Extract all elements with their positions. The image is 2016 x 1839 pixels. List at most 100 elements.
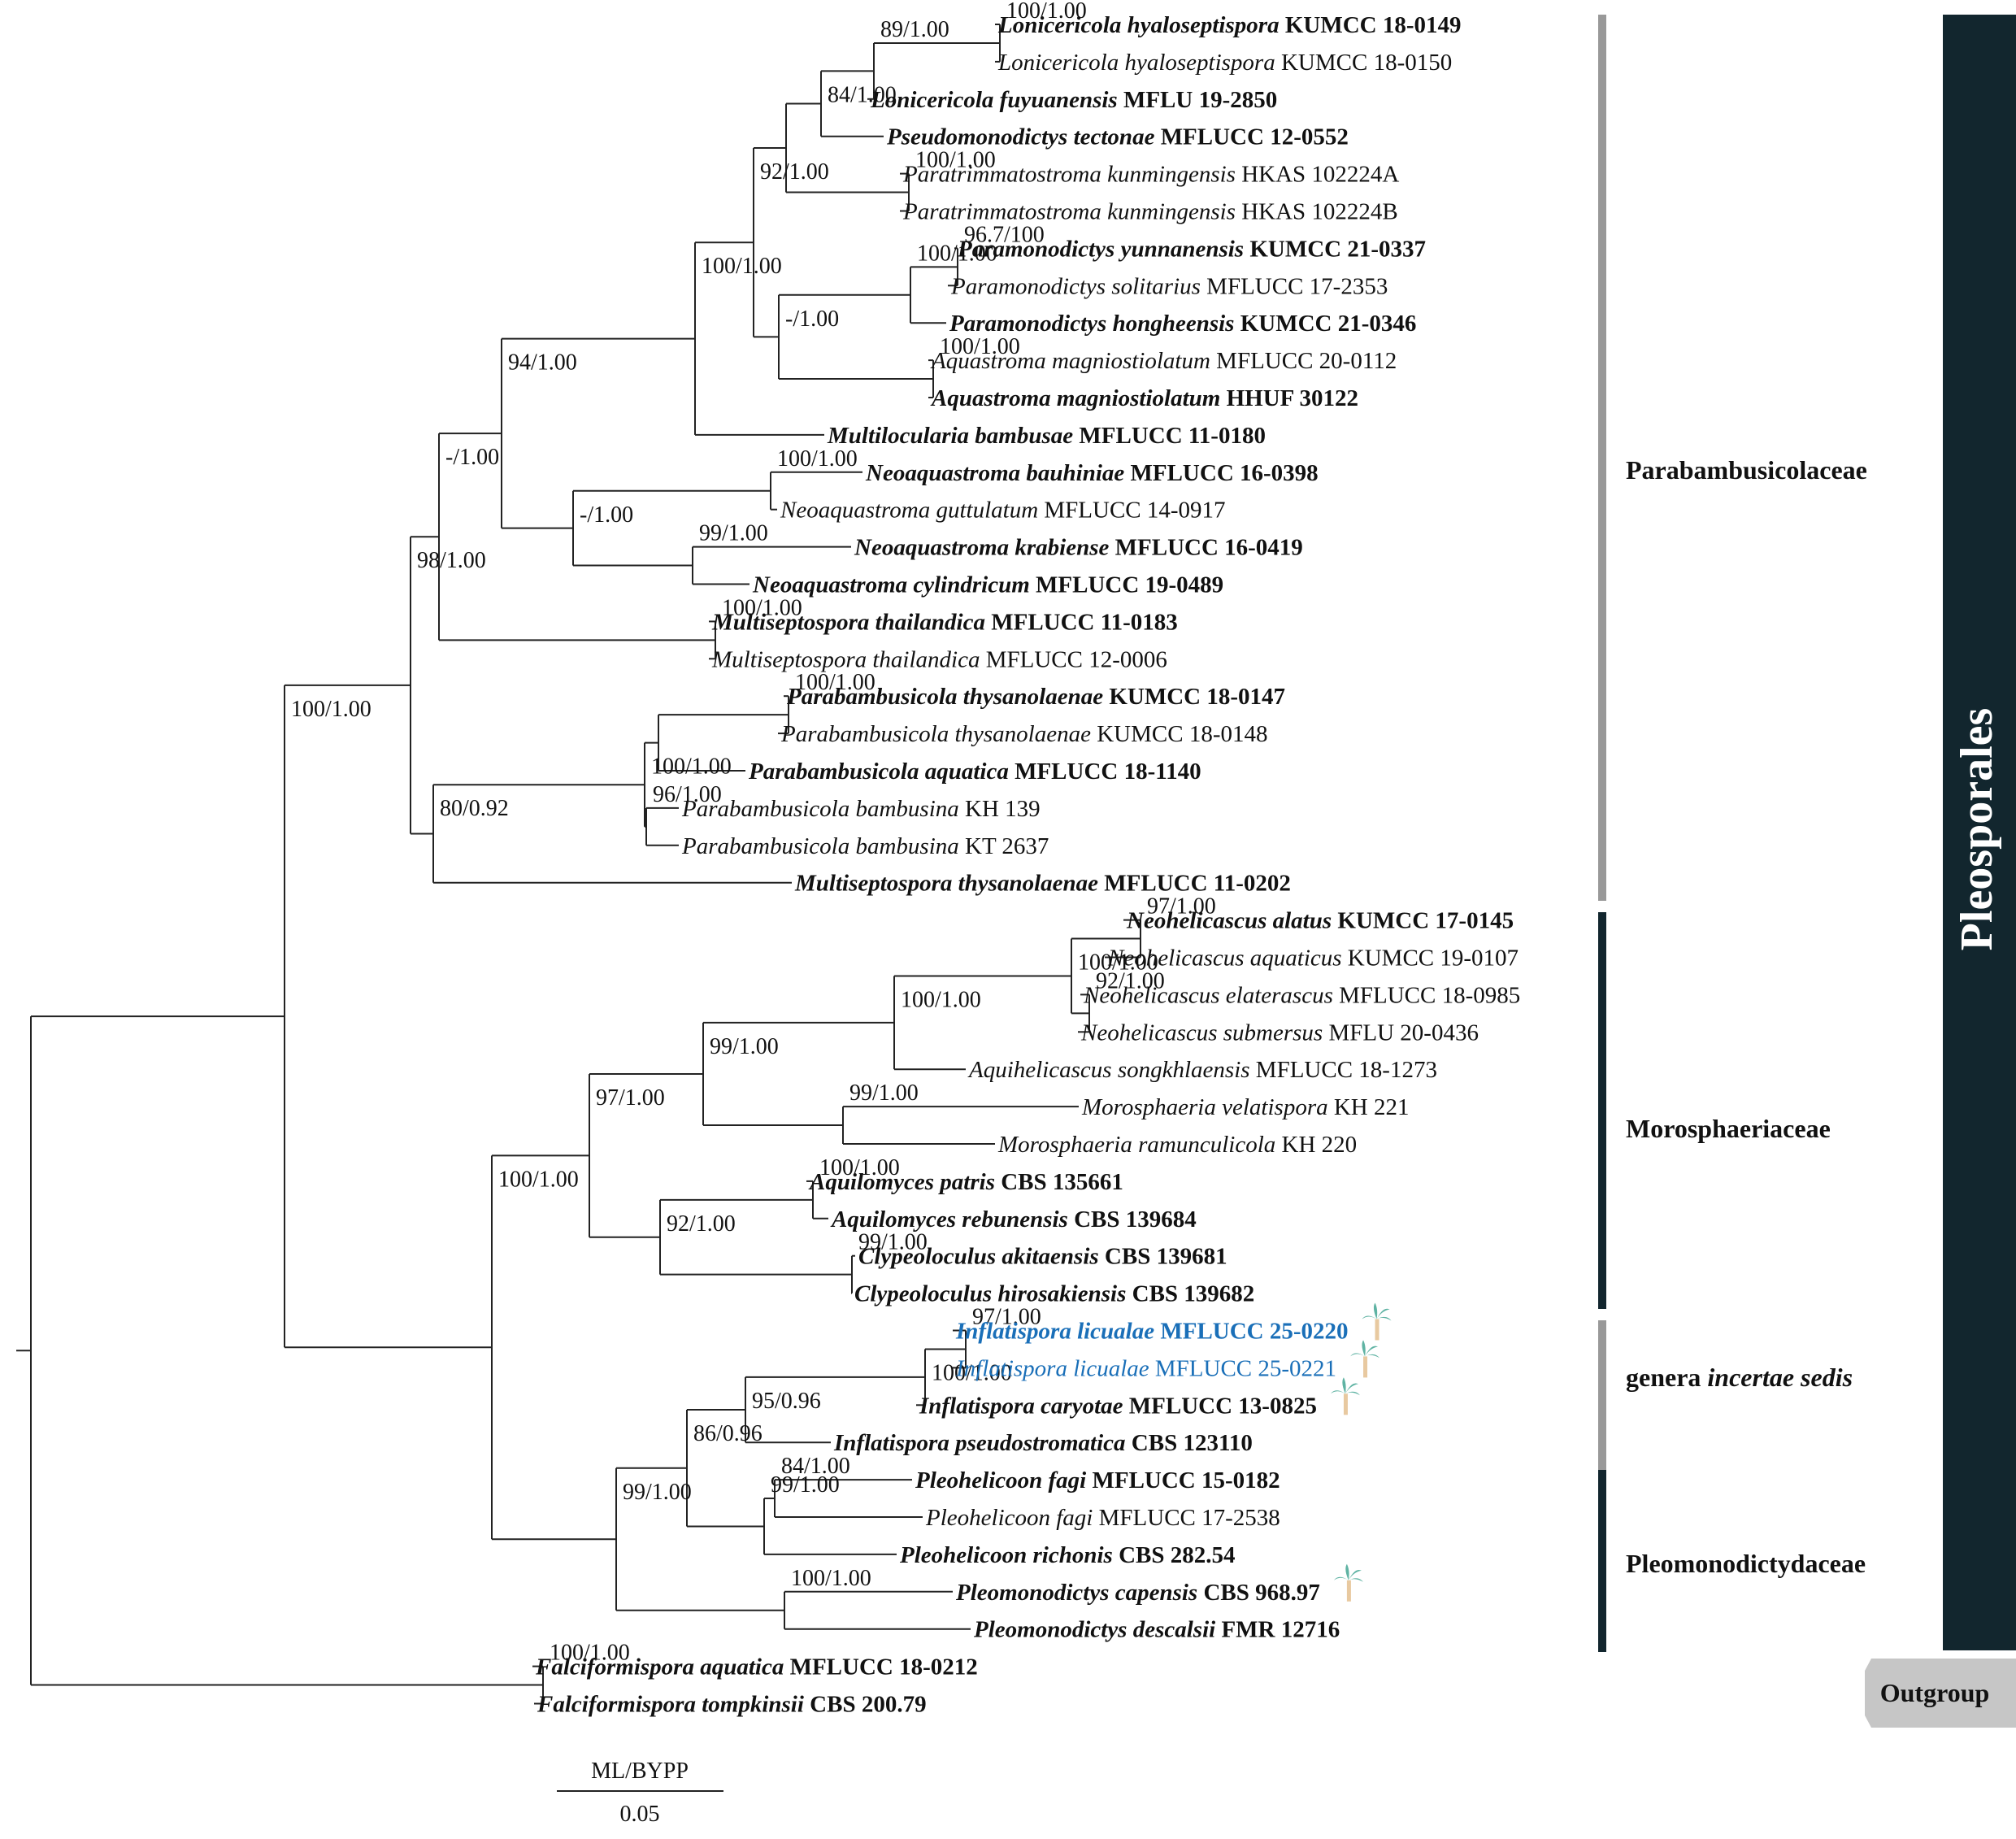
support-label: 100/1.00	[932, 1360, 1012, 1385]
support-label: -/1.00	[580, 502, 633, 528]
taxon-label: Paratrimmatostroma kunmingensis HKAS 102…	[902, 199, 1398, 225]
family-label-morosphaeriaceae: Morosphaeriaceae	[1626, 1114, 1831, 1143]
taxon-label: Clypeoloculus akitaensis CBS 139681	[858, 1244, 1227, 1270]
family-bar-pleomonodictydaceae	[1598, 1470, 1606, 1652]
incertae-italic: incertae sedis	[1707, 1363, 1853, 1392]
support-label: 84/1.00	[781, 1454, 850, 1479]
outgroup-label: Outgroup	[1880, 1678, 1990, 1707]
support-label: 100/1.00	[1006, 0, 1087, 24]
taxon-genus: Neohelicascus elaterascus	[1083, 982, 1339, 1008]
support-label: -/1.00	[785, 306, 839, 332]
family-label-incertae-sedis: genera incertae sedis	[1626, 1363, 1853, 1392]
support-label: 100/1.00	[915, 148, 996, 173]
support-label: 100/1.00	[901, 987, 981, 1012]
taxon-genus: Paramonodictys yunnanensis	[957, 236, 1249, 262]
taxon-genus: Parabambusicola thysanolaenae	[786, 684, 1109, 710]
support-label: 100/1.00	[722, 595, 802, 620]
taxon-code: KUMCC 21-0337	[1249, 236, 1426, 262]
taxon-genus: Inflatispora caryotae	[919, 1393, 1129, 1419]
support-label: 100/1.00	[795, 670, 875, 695]
taxon-genus: Parabambusicola aquatica	[748, 759, 1015, 785]
taxon-code: MFLUCC 11-0180	[1079, 423, 1266, 449]
support-label: 98/1.00	[417, 548, 486, 573]
taxon-code: MFLUCC 19-0489	[1036, 572, 1223, 598]
tree-branches	[16, 24, 1141, 1705]
taxon-code: MFLUCC 17-2538	[1099, 1505, 1280, 1531]
taxon-genus: Neohelicascus alatus	[1126, 908, 1337, 934]
taxon-genus: Parabambusicola bambusina	[681, 796, 965, 822]
taxon-label: Lonicericola fuyuanensis MFLU 19-2850	[870, 87, 1277, 113]
support-label: 100/1.00	[291, 697, 371, 722]
taxon-genus: Aquihelicascus songkhlaensis	[967, 1057, 1256, 1083]
taxon-genus: Parabambusicola bambusina	[681, 833, 965, 859]
taxon-genus: Multiseptospora thailandica	[711, 609, 991, 635]
taxon-label: Neoaquastroma cylindricum MFLUCC 19-0489	[752, 572, 1223, 598]
taxon-code: CBS 123110	[1132, 1430, 1253, 1456]
taxon-code: KUMCC 18-0150	[1281, 50, 1452, 76]
taxon-genus: Paratrimmatostroma kunmingensis	[902, 162, 1241, 188]
taxon-genus: Lonicericola fuyuanensis	[870, 87, 1123, 113]
taxon-code: MFLUCC 14-0917	[1044, 498, 1225, 524]
taxon-label: Aquilomyces rebunensis CBS 139684	[830, 1206, 1197, 1233]
taxon-label: Multilocularia bambusae MFLUCC 11-0180	[827, 423, 1266, 449]
taxon-genus: Multiseptospora thysanolaenae	[794, 871, 1104, 897]
taxon-code: MFLUCC 18-0985	[1339, 982, 1520, 1008]
taxon-label: Aquilomyces patris CBS 135661	[808, 1169, 1123, 1195]
support-label: 100/1.00	[651, 754, 732, 780]
taxon-code: MFLUCC 25-0221	[1155, 1355, 1336, 1381]
support-label: 89/1.00	[880, 17, 949, 42]
support-label: 99/1.00	[858, 1230, 928, 1255]
support-label: 94/1.00	[508, 350, 577, 376]
order-label: Pleosporales	[1952, 708, 2002, 951]
taxon-genus: Morosphaeria velatispora	[1081, 1094, 1334, 1120]
support-label: 92/1.00	[667, 1211, 736, 1237]
taxon-label: Paramonodictys yunnanensis KUMCC 21-0337	[957, 236, 1426, 262]
taxon-genus: Neoaquastroma guttulatum	[780, 498, 1044, 524]
taxon-label: Lonicericola hyaloseptispora KUMCC 18-01…	[997, 12, 1462, 38]
taxon-code: CBS 139684	[1074, 1206, 1197, 1233]
taxon-code: KH 221	[1334, 1094, 1410, 1120]
taxon-code: MFLUCC 15-0182	[1092, 1467, 1280, 1493]
taxon-genus: Multiseptospora thailandica	[711, 646, 986, 672]
taxon-genus: Pseudomonodictys tectonae	[886, 124, 1161, 150]
taxon-genus: Neoaquastroma bauhiniae	[865, 460, 1131, 486]
taxon-genus: Neoaquastroma krabiense	[854, 535, 1115, 561]
taxon-genus: Pleohelicoon fagi	[925, 1505, 1099, 1531]
taxon-genus: Pleomonodictys descalsii	[973, 1617, 1221, 1643]
taxon-genus: Pleohelicoon richonis	[899, 1542, 1119, 1568]
taxon-label: Multiseptospora thailandica MFLUCC 11-01…	[711, 609, 1178, 635]
taxon-genus: Aquilomyces rebunensis	[830, 1206, 1074, 1233]
family-label-pleomonodictydaceae: Pleomonodictydaceae	[1626, 1549, 1866, 1578]
support-label: 97/1.00	[1147, 894, 1216, 920]
incertae-prefix: genera	[1626, 1363, 1707, 1392]
support-label: 100/1.00	[550, 1641, 630, 1666]
palm-icon	[1362, 1302, 1392, 1341]
support-label: 95/0.96	[752, 1389, 821, 1414]
taxon-label: Pleohelicoon fagi MFLUCC 15-0182	[915, 1467, 1280, 1493]
taxon-code: MFLUCC 17-2353	[1206, 273, 1388, 299]
outgroup-box	[1865, 1659, 2016, 1728]
taxon-label: Pleomonodictys descalsii FMR 12716	[973, 1617, 1340, 1643]
taxon-label: Inflatispora caryotae MFLUCC 13-0825	[919, 1393, 1317, 1419]
taxon-code: MFLUCC 18-1140	[1015, 759, 1201, 785]
taxon-label: Multiseptospora thailandica MFLUCC 12-00…	[711, 646, 1167, 672]
taxon-genus: Multilocularia bambusae	[827, 423, 1079, 449]
taxon-code: MFLUCC 25-0220	[1160, 1319, 1348, 1345]
palm-icons	[1330, 1302, 1392, 1602]
taxon-label: Parabambusicola thysanolaenae KUMCC 18-0…	[786, 684, 1285, 710]
support-label: 96.7/100	[964, 222, 1045, 247]
taxon-code: MFLUCC 18-0212	[790, 1654, 978, 1680]
taxon-label: Aquastroma magniostiolatum MFLUCC 20-011…	[930, 348, 1397, 374]
support-label: 96/1.00	[653, 782, 722, 807]
taxon-code: KUMCC 18-0147	[1109, 684, 1285, 710]
support-label: -/1.00	[445, 445, 499, 470]
taxon-label: Aquihelicascus songkhlaensis MFLUCC 18-1…	[967, 1057, 1437, 1083]
taxon-code: KUMCC 19-0107	[1348, 946, 1519, 972]
taxon-genus: Neoaquastroma cylindricum	[752, 572, 1036, 598]
taxon-code: MFLUCC 13-0825	[1129, 1393, 1317, 1419]
taxon-label: Paramonodictys hongheensis KUMCC 21-0346	[949, 311, 1416, 337]
taxon-label: Inflatispora licualae MFLUCC 25-0221	[955, 1355, 1336, 1381]
taxon-genus: Inflatispora pseudostromatica	[833, 1430, 1132, 1456]
order-bar	[1943, 15, 2016, 1650]
